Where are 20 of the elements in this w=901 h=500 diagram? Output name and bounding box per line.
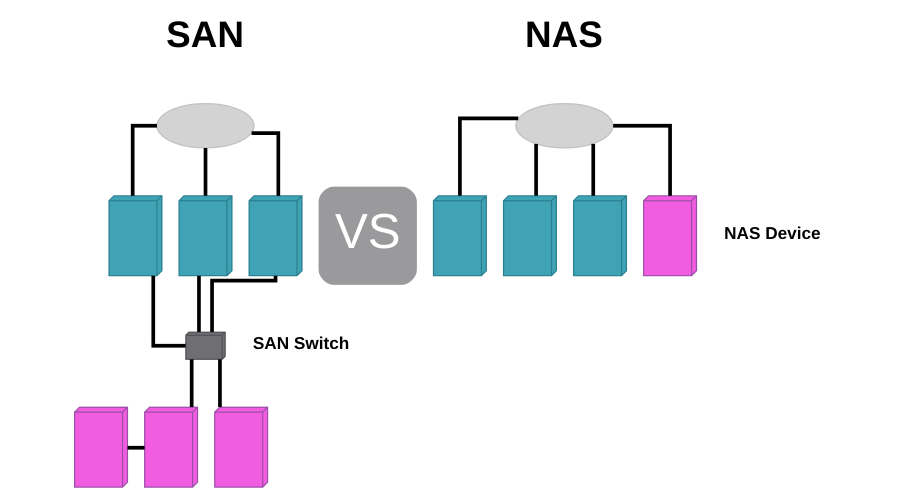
connector [150,275,185,348]
connector [210,275,277,332]
connector [218,358,222,407]
node-box: VS [318,186,416,284]
node-cloud [156,102,254,148]
connector [203,148,207,196]
connector [189,358,194,407]
node-cloud [514,102,614,148]
connector [590,143,595,196]
connector [612,123,672,196]
label: SAN [166,14,244,55]
connector [251,130,280,196]
node-label: NAS Device [724,222,820,243]
label: NAS [524,14,602,55]
node-label: SAN Switch [252,332,349,353]
connector [130,123,156,196]
connector [196,275,200,332]
connector [458,116,518,196]
connector [534,143,538,196]
connector [127,445,144,450]
